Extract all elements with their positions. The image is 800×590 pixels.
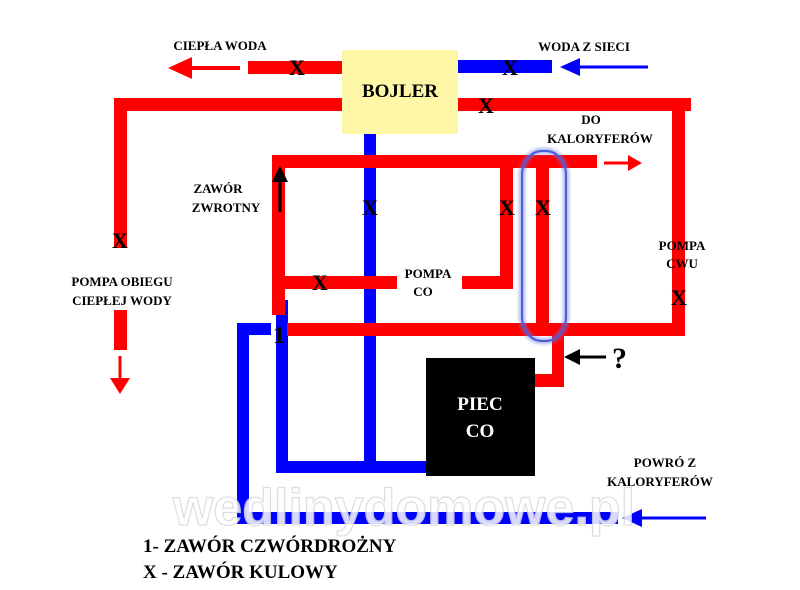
supply-left-pipe bbox=[272, 155, 285, 315]
legend-line2: X - ZAWÓR KULOWY bbox=[143, 561, 338, 583]
to-radiators-label-line2: KALORYFERÓW bbox=[547, 131, 653, 146]
co-pump-label-line2: CO bbox=[413, 284, 433, 299]
return-bottom-pipe bbox=[276, 461, 426, 473]
boiler-cold-down-pipe bbox=[364, 134, 376, 472]
hot-water-arrow-head bbox=[168, 57, 192, 79]
loop-left-pipe-lower bbox=[114, 310, 127, 350]
ball-valve-hot-out: X bbox=[289, 55, 305, 80]
furnace-out-pipe-vertical bbox=[552, 336, 564, 387]
return-outer-left-pipe bbox=[237, 323, 249, 524]
ball-valve-co-branch: X bbox=[312, 270, 328, 295]
circulation-pump-label-line2: CIEPŁEJ WODY bbox=[72, 293, 172, 308]
furnace-label-line1: PIEC bbox=[457, 394, 502, 415]
hot-water-out-pipe bbox=[248, 61, 344, 74]
to-radiators-label-line1: DO bbox=[581, 112, 601, 127]
ball-valve-cold-down: X bbox=[362, 195, 378, 220]
radiator-riser-pipe bbox=[536, 155, 549, 335]
return-left-vertical-pipe bbox=[276, 300, 288, 472]
circulation-arrow-head bbox=[110, 378, 130, 394]
return-label-line2: KALORYFERÓW bbox=[607, 474, 713, 489]
mains-water-label: WODA Z SIECI bbox=[538, 39, 630, 54]
co-pump-label-line1: POMPA bbox=[405, 266, 452, 281]
mains-arrow-head bbox=[560, 58, 580, 76]
ball-valve-circulation: X bbox=[112, 228, 128, 253]
co-pump-branch-pipe bbox=[272, 276, 397, 289]
cold-pipes bbox=[237, 58, 706, 527]
boiler-label: BOJLER bbox=[362, 81, 438, 102]
mains-inlet-pipe bbox=[458, 60, 552, 73]
furnace-box bbox=[426, 358, 535, 476]
watermark: wedlinydomowe.pl bbox=[172, 479, 635, 537]
return-outer-bottom-pipe bbox=[237, 512, 618, 524]
check-valve-label-line1: ZAWÓR bbox=[193, 181, 243, 196]
ball-valve-co-riser: X bbox=[499, 195, 515, 220]
ball-valve-mains: X bbox=[502, 55, 518, 80]
ball-valves: X X X X X X X X X bbox=[112, 55, 687, 310]
cwu-pump-label-line2: CWU bbox=[666, 256, 698, 271]
supply-top-pipe bbox=[272, 155, 597, 168]
loop-left-pipe-upper bbox=[114, 98, 127, 248]
question-mark: ? bbox=[612, 342, 627, 375]
ball-valve-radiator-riser: X bbox=[535, 195, 551, 220]
ball-valve-loop-top: X bbox=[478, 93, 494, 118]
hot-water-label: CIEPŁA WODA bbox=[173, 38, 267, 53]
return-arrow-head bbox=[622, 509, 642, 527]
return-label-line1: POWRÓ Z bbox=[634, 455, 697, 470]
co-pump-riser-pipe bbox=[500, 155, 513, 289]
ball-valve-cwu: X bbox=[671, 285, 687, 310]
furnace-label-line2: CO bbox=[466, 421, 495, 442]
radiator-arrow-head bbox=[628, 155, 642, 171]
circulation-pump-label-line1: POMPA OBIEGU bbox=[71, 274, 173, 289]
question-arrow-head bbox=[564, 349, 580, 365]
loop-right-pipe bbox=[672, 98, 685, 335]
legend-line1: 1- ZAWÓR CZWÓRDROŻNY bbox=[143, 535, 397, 557]
cwu-pump-label-line1: POMPA bbox=[659, 238, 706, 253]
highlight-outline-core bbox=[521, 150, 567, 342]
check-valve-label-line2: ZWROTNY bbox=[192, 200, 261, 215]
boiler-box bbox=[342, 50, 458, 134]
main-horizontal-pipe bbox=[287, 323, 685, 336]
four-way-valve-number: 1 bbox=[273, 323, 285, 349]
labels: CIEPŁA WODA WODA Z SIECI DO KALORYFERÓW … bbox=[71, 38, 712, 489]
check-valve-arrow-head bbox=[272, 166, 288, 182]
